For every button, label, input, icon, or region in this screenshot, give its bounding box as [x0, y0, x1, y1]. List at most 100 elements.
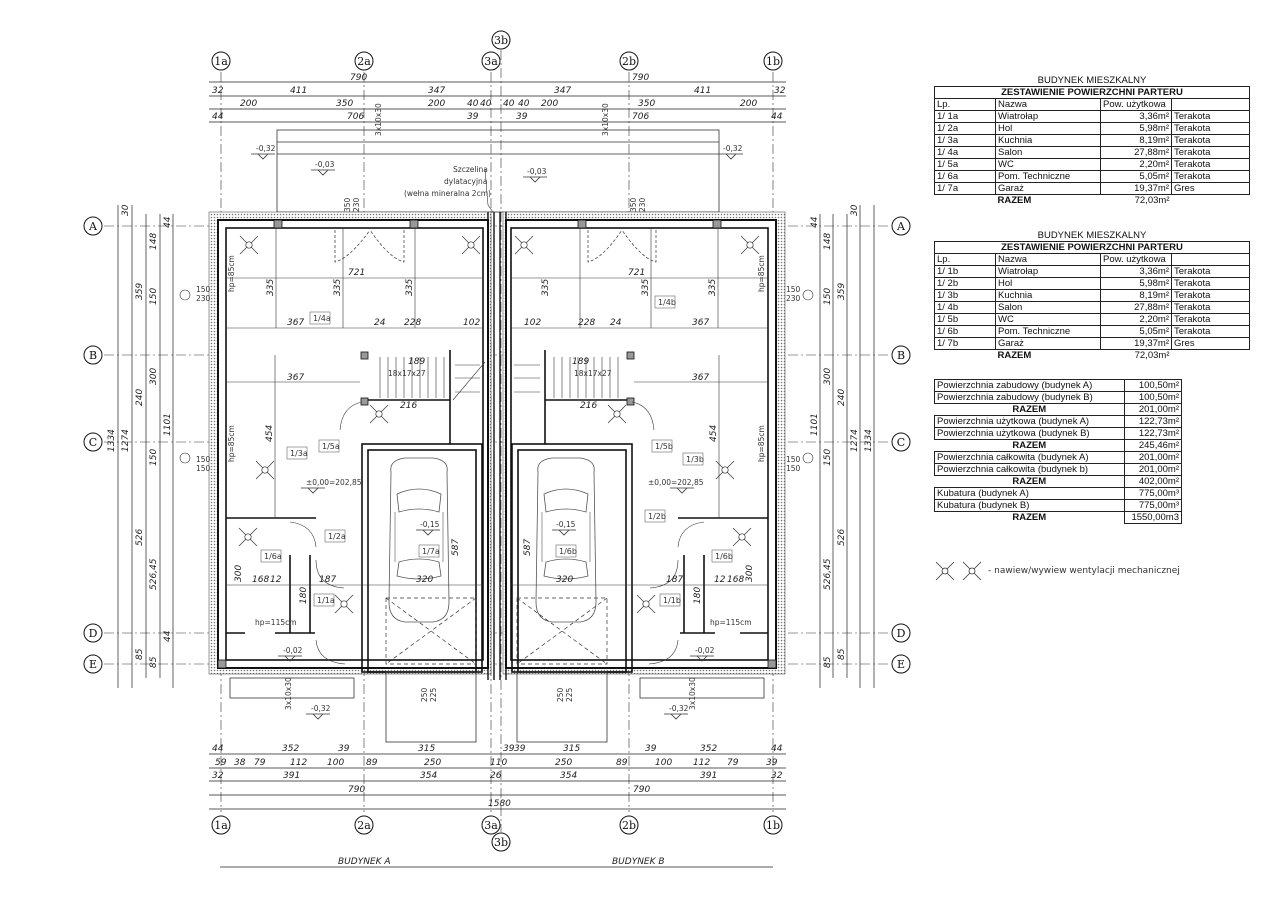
svg-text:526: 526	[837, 529, 847, 546]
svg-text:411: 411	[290, 86, 307, 96]
svg-text:32: 32	[212, 86, 224, 96]
terrace	[276, 129, 720, 213]
svg-text:706: 706	[632, 112, 649, 122]
svg-text:526,45: 526,45	[149, 558, 159, 590]
summary-label: Kubatura (budynek A)	[934, 487, 1125, 500]
svg-text:3b: 3b	[494, 34, 508, 47]
svg-text:148: 148	[823, 233, 833, 250]
summary-value: 402,00m²	[1124, 475, 1182, 488]
axis-bubbles-bottom: 1a 2a 3a 3b 2b 1b	[211, 815, 783, 852]
area-table-building-b: ZESTAWIENIE POWIERZCHNI PARTERU Lp. Nazw…	[934, 241, 1250, 361]
svg-text:D: D	[897, 627, 906, 640]
svg-text:dylatacyjna: dylatacyjna	[444, 177, 487, 186]
header-finish	[1171, 253, 1250, 266]
room-tag: 1/1a	[317, 596, 335, 605]
svg-text:-0,02: -0,02	[283, 646, 303, 655]
svg-text:150: 150	[196, 464, 211, 473]
svg-text:A: A	[896, 220, 906, 233]
svg-text:1a: 1a	[214, 55, 228, 68]
svg-text:168: 168	[252, 575, 269, 585]
svg-text:39: 39	[467, 112, 479, 122]
svg-text:hp=115cm: hp=115cm	[710, 618, 752, 627]
svg-text:(wełna mineralna 2cm): (wełna mineralna 2cm)	[404, 189, 491, 198]
svg-text:1334: 1334	[107, 429, 117, 452]
svg-text:40: 40	[518, 99, 530, 109]
summary-value: 100,50m²	[1124, 391, 1182, 404]
svg-text:148: 148	[149, 233, 159, 250]
svg-text:32: 32	[212, 771, 224, 781]
svg-text:189: 189	[408, 357, 425, 367]
dilatation-gap	[487, 212, 507, 680]
svg-text:-0,15: -0,15	[556, 520, 576, 529]
svg-text:18x17x27: 18x17x27	[388, 369, 426, 378]
svg-text:454: 454	[265, 425, 275, 442]
svg-text:180: 180	[693, 587, 703, 604]
svg-text:3a: 3a	[484, 819, 498, 832]
svg-text:300: 300	[234, 565, 244, 582]
stairs-b	[514, 357, 619, 398]
svg-text:706: 706	[347, 112, 364, 122]
svg-text:150: 150	[196, 455, 211, 464]
header-finish	[1171, 98, 1250, 111]
svg-text:1a: 1a	[214, 819, 228, 832]
svg-text:102: 102	[524, 318, 541, 328]
columns	[217, 219, 777, 669]
svg-text:44: 44	[163, 216, 173, 228]
svg-text:352: 352	[700, 744, 717, 754]
svg-text:189: 189	[572, 357, 589, 367]
svg-text:250: 250	[420, 687, 429, 702]
svg-text:79: 79	[727, 758, 739, 768]
summary-row: Kubatura (budynek B)775,00m³	[934, 499, 1182, 512]
summary-label: RAZEM	[934, 511, 1125, 524]
floor-plan: 1a 2a 3a 3b 2b 1b 1a 2a 3a 3b 2b 1b A B …	[83, 30, 911, 868]
svg-text:30: 30	[850, 204, 860, 216]
svg-text:2b: 2b	[622, 55, 636, 68]
axis-bubbles-side: A B C D E A B C D E	[83, 216, 911, 674]
svg-text:hp=115cm: hp=115cm	[255, 618, 297, 627]
svg-text:112: 112	[290, 758, 307, 768]
svg-text:±0,00=202,85: ±0,00=202,85	[648, 478, 704, 487]
svg-text:347: 347	[554, 86, 571, 96]
svg-text:350: 350	[343, 197, 352, 212]
summary-table: Powierzchnia zabudowy (budynek A)100,50m…	[934, 379, 1182, 524]
svg-text:250: 250	[424, 758, 441, 768]
svg-text:hp=85cm: hp=85cm	[227, 425, 236, 462]
svg-text:335: 335	[708, 279, 718, 296]
room-tag: 1/2a	[328, 532, 346, 541]
summary-label: RAZEM	[934, 475, 1125, 488]
axis-bubble-A-right: A	[891, 216, 911, 236]
axis-bubble-B-right: B	[891, 345, 911, 365]
internal-walls-b	[511, 350, 768, 673]
summary-row: Powierzchnia zabudowy (budynek B)100,50m…	[934, 391, 1182, 404]
svg-text:150: 150	[786, 285, 801, 294]
svg-text:359: 359	[837, 283, 847, 300]
building-b-label: BUDYNEK B	[612, 857, 665, 867]
room-tag: 1/6a	[264, 552, 282, 561]
svg-text:391: 391	[700, 771, 717, 781]
axis-bubble-B: B	[83, 345, 103, 365]
header-lp: Lp.	[934, 98, 996, 111]
axis-bubble-C: C	[83, 432, 103, 452]
svg-text:100: 100	[655, 758, 672, 768]
summary-row: Powierzchnia całkowita (budynek b)201,00…	[934, 463, 1182, 476]
svg-text:38: 38	[234, 758, 246, 768]
header-name: Nazwa	[995, 98, 1101, 111]
summary-value: 201,00m²	[1124, 451, 1182, 464]
svg-text:315: 315	[418, 744, 435, 754]
svg-text:79: 79	[254, 758, 266, 768]
svg-text:250: 250	[556, 687, 565, 702]
ventilation-icon	[935, 561, 982, 581]
svg-text:3b: 3b	[494, 836, 508, 849]
svg-text:200: 200	[240, 99, 257, 109]
svg-text:187: 187	[319, 575, 336, 585]
svg-text:E: E	[89, 658, 97, 671]
interior-dims-b: 721 335 335 335 367 102 228 24 367 18x17…	[523, 255, 766, 627]
svg-text:3x10x30: 3x10x30	[284, 677, 293, 710]
svg-text:367: 367	[692, 373, 709, 383]
svg-text:-0,32: -0,32	[723, 144, 743, 153]
